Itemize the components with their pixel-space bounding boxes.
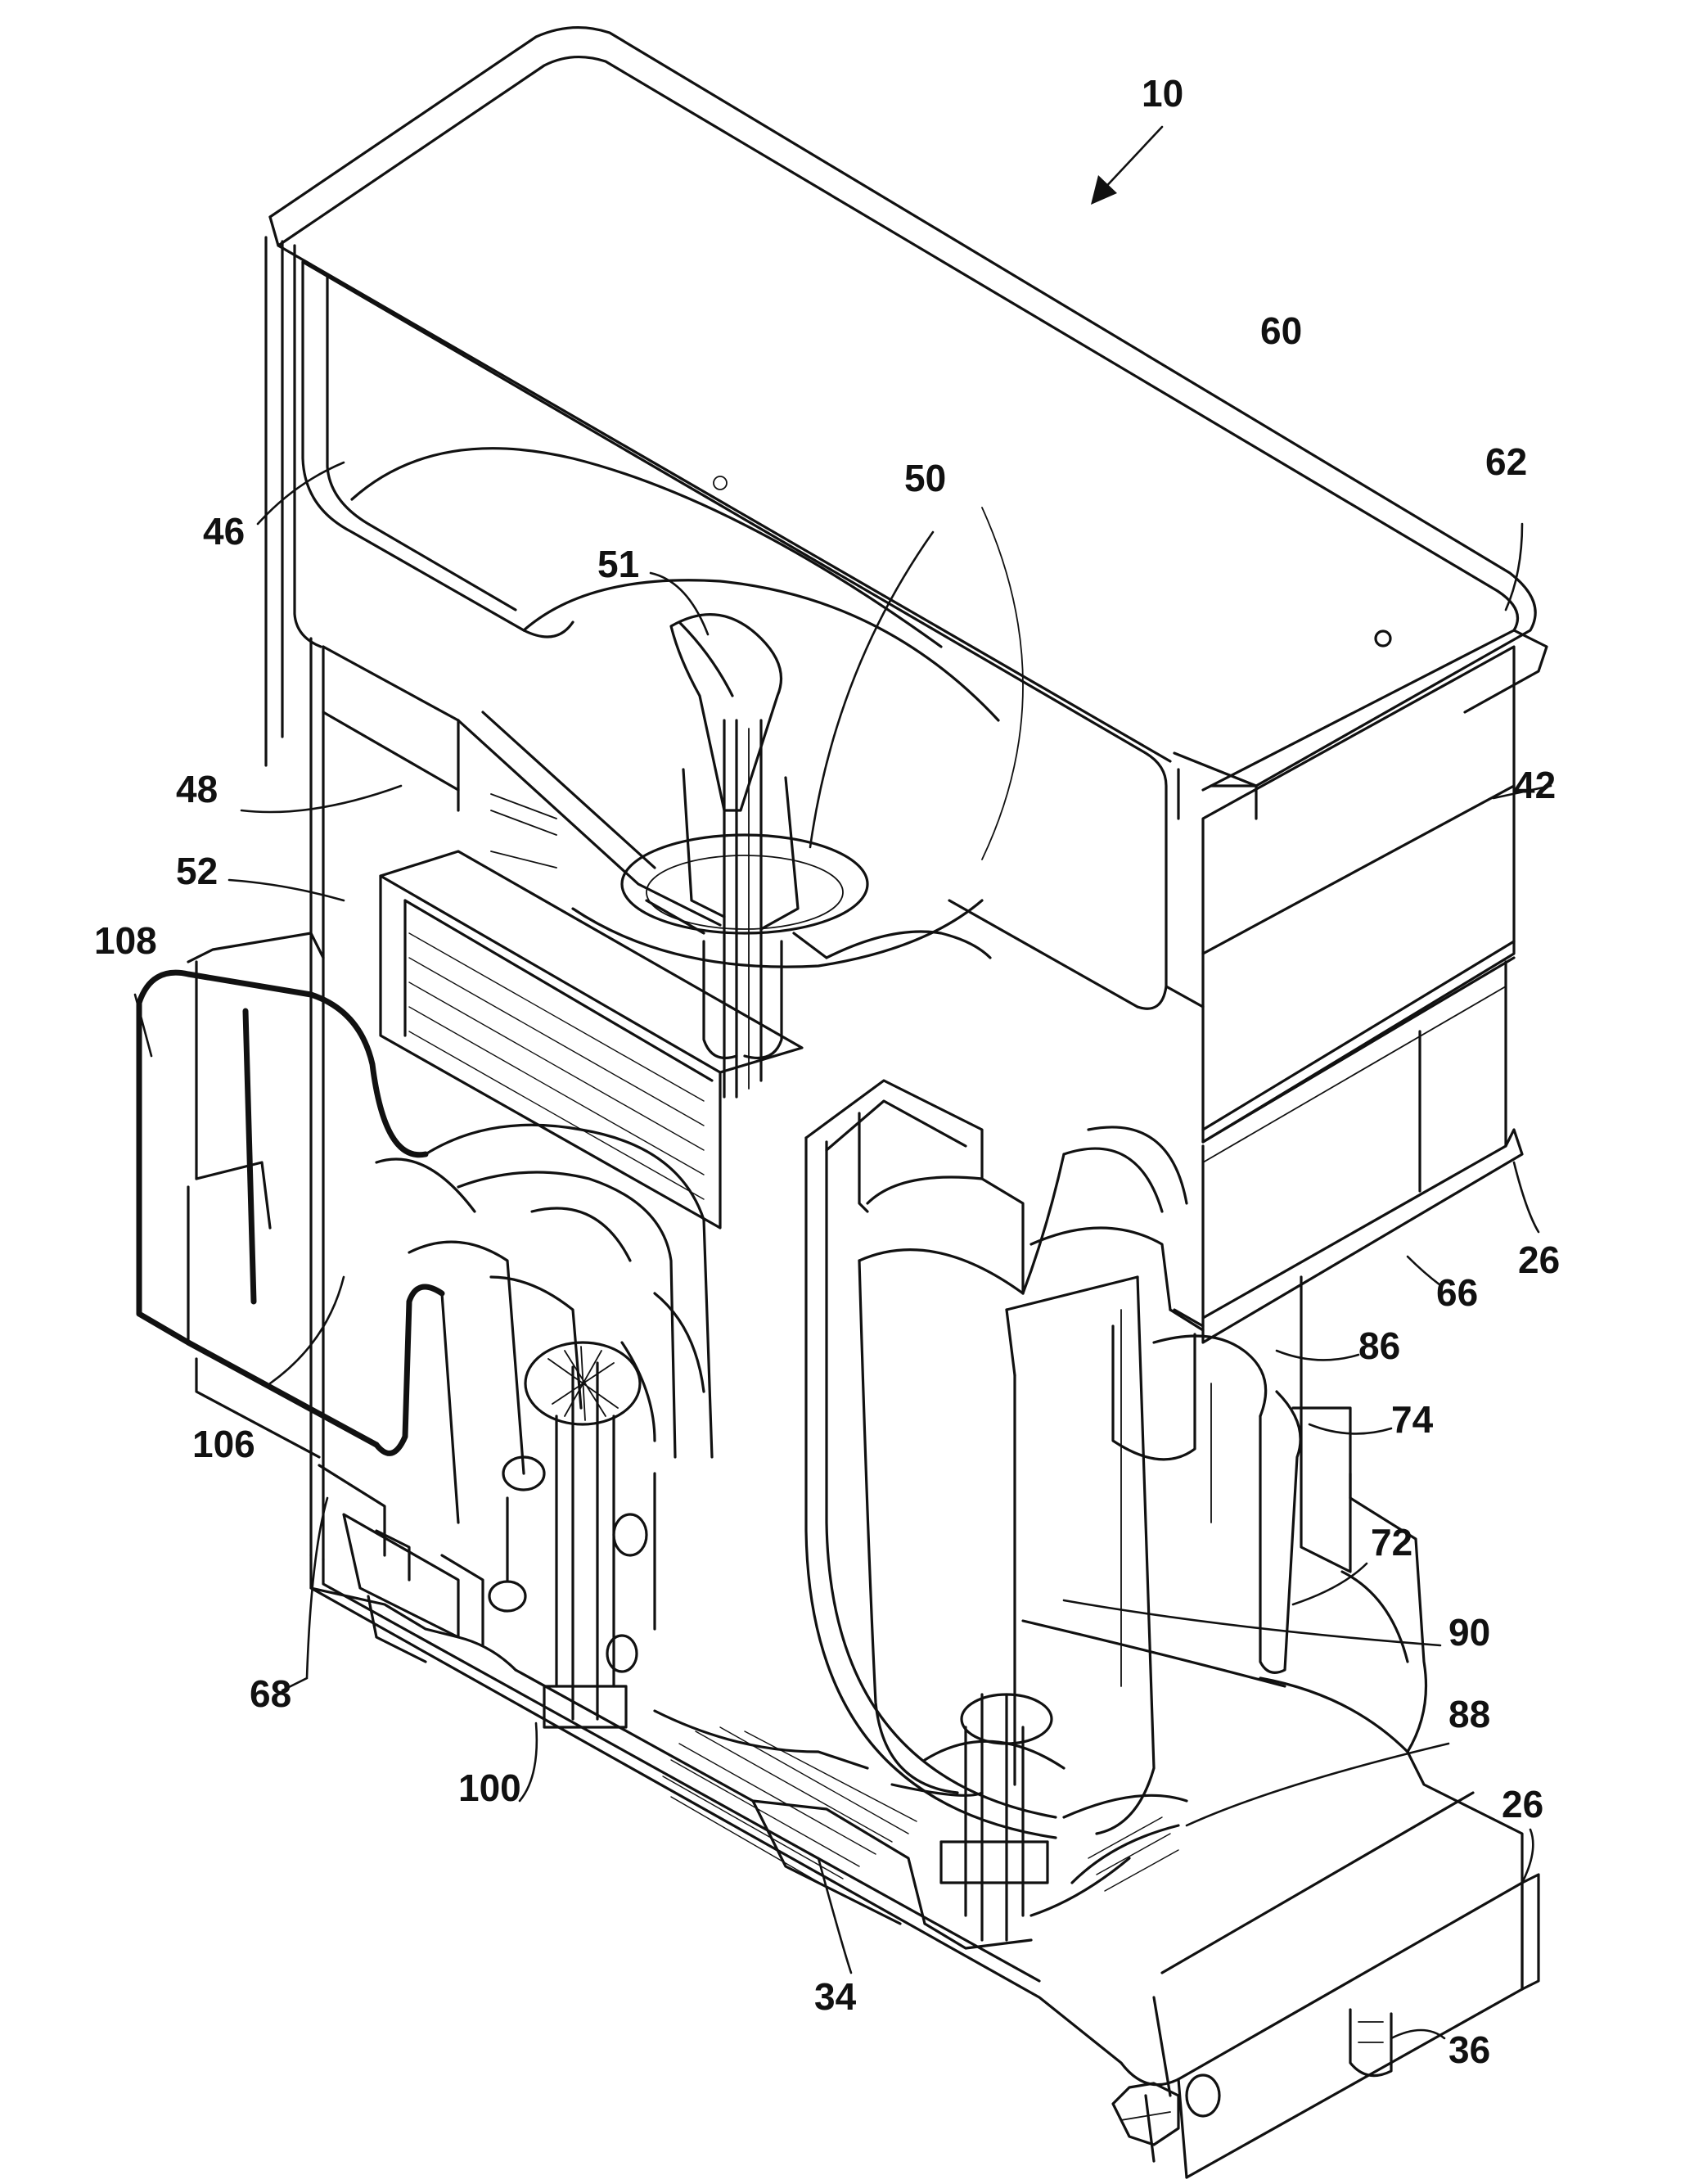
ref-106: 106: [192, 1423, 255, 1465]
ref-50: 50: [904, 457, 946, 499]
leader-106: [270, 1277, 344, 1383]
ref-72: 72: [1371, 1521, 1412, 1564]
leader-46: [258, 463, 344, 524]
ref-10: 10: [1142, 72, 1183, 115]
ref-74: 74: [1391, 1398, 1434, 1441]
leader-86: [1277, 1351, 1358, 1360]
base-tray-34: [311, 1555, 1539, 2177]
ref-60: 60: [1260, 309, 1302, 352]
leader-10: [1101, 127, 1162, 192]
ref-51: 51: [597, 543, 639, 585]
fan-housing-106: [139, 933, 712, 1727]
leader-66: [1408, 1257, 1440, 1285]
leader-62: [1506, 524, 1522, 610]
leader-26b: [1522, 1830, 1533, 1883]
appliance-cutaway-drawing: [139, 28, 1547, 2177]
leader-72: [1293, 1564, 1367, 1604]
leader-48: [241, 786, 401, 812]
leader-100: [520, 1723, 537, 1801]
ref-34: 34: [814, 1975, 857, 2018]
ref-68: 68: [250, 1672, 291, 1715]
leader-lines: [135, 127, 1551, 2038]
ref-62: 62: [1485, 440, 1527, 483]
ref-52: 52: [176, 850, 218, 892]
ref-108: 108: [94, 919, 157, 962]
ref-66: 66: [1436, 1271, 1478, 1314]
ref-36: 36: [1448, 2028, 1490, 2071]
ref-100: 100: [458, 1767, 521, 1809]
ref-86: 86: [1358, 1324, 1400, 1367]
ref-26b: 26: [1502, 1783, 1543, 1825]
leader-26a: [1514, 1162, 1539, 1232]
ref-42: 42: [1514, 764, 1556, 806]
lid-60: [270, 28, 1547, 819]
leader-50: [810, 532, 933, 847]
ref-48: 48: [176, 768, 218, 810]
ref-90: 90: [1448, 1611, 1490, 1654]
ref-46: 46: [203, 510, 245, 553]
upper-tank-42: [266, 237, 1522, 1342]
ref-88: 88: [1448, 1693, 1490, 1735]
ref-26a: 26: [1518, 1239, 1560, 1281]
leader-52: [229, 880, 344, 900]
